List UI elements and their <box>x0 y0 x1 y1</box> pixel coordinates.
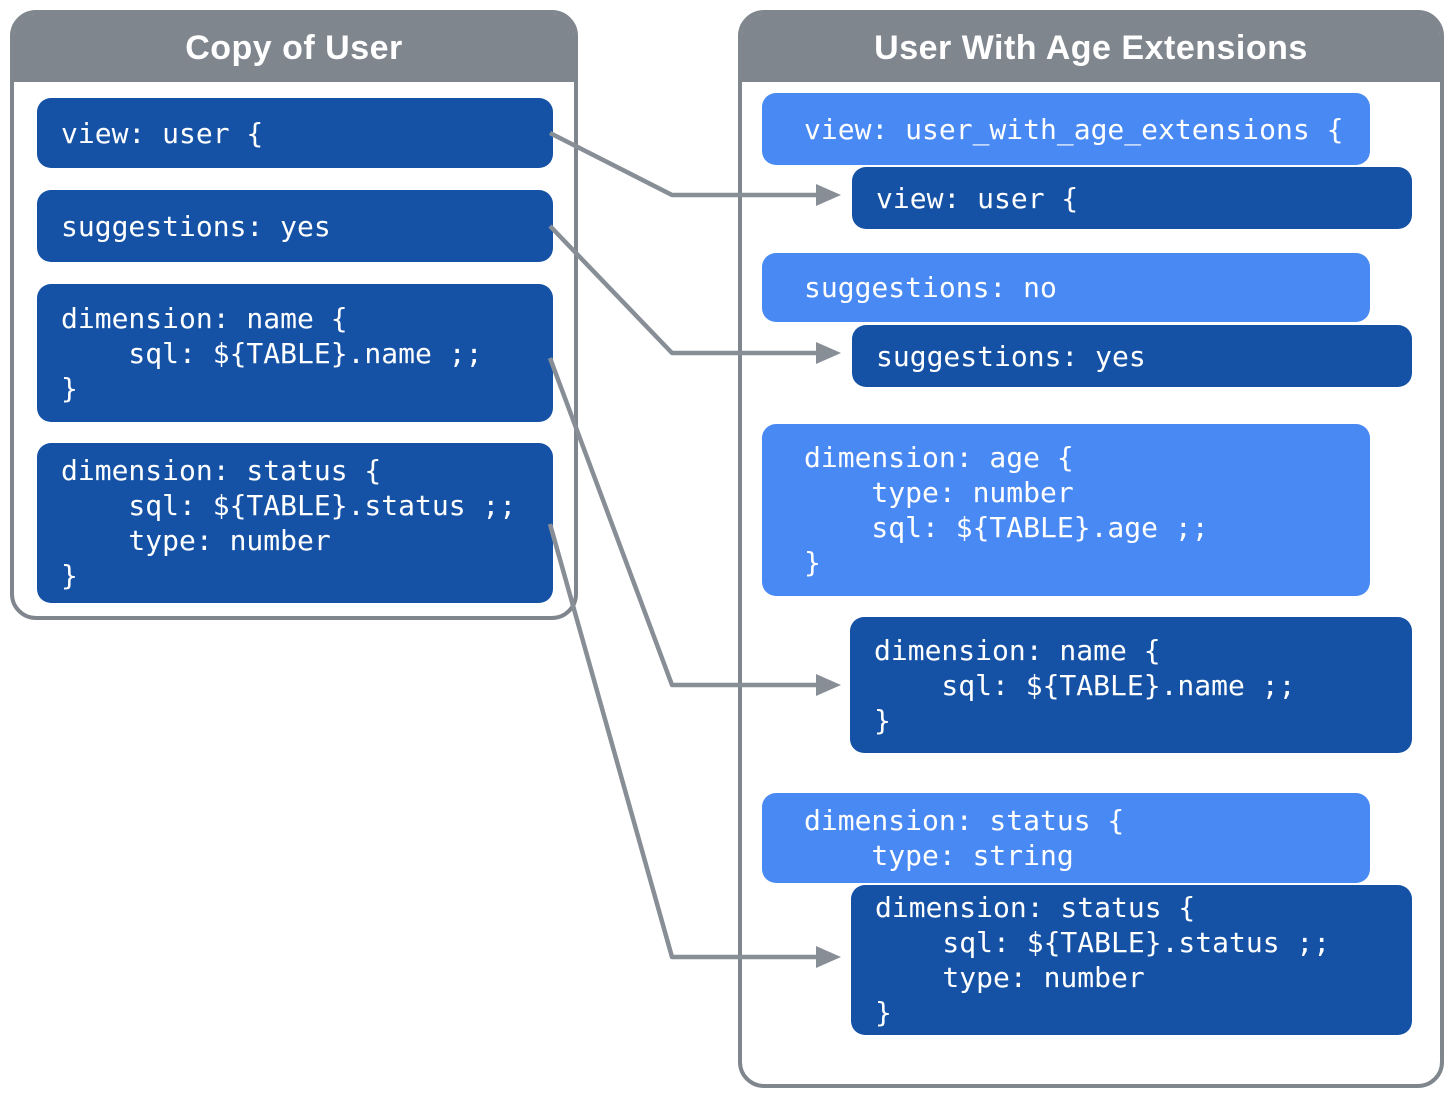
code-text: view: user { <box>61 116 264 150</box>
code-box-inherited-dimension-name: dimension: name { sql: ${TABLE}.name ;; … <box>850 617 1412 753</box>
code-box-dimension-status: dimension: status { sql: ${TABLE}.status… <box>37 443 553 603</box>
code-box-inherited-dimension-status: dimension: status { sql: ${TABLE}.status… <box>851 885 1412 1035</box>
code-box-ext-suggestions: suggestions: no <box>762 253 1370 322</box>
code-text: dimension: status { type: string <box>804 804 1125 872</box>
code-box-ext-dimension-status: dimension: status { type: string <box>762 793 1370 883</box>
code-text: view: user_with_age_extensions { <box>804 112 1344 146</box>
code-box-inherited-view: view: user { <box>852 167 1412 229</box>
code-box-dimension-name: dimension: name { sql: ${TABLE}.name ;; … <box>37 284 553 422</box>
code-text: dimension: status { sql: ${TABLE}.status… <box>61 454 517 592</box>
panel-user-with-age-extensions: User With Age Extensions view: user_with… <box>738 10 1444 1088</box>
code-box-ext-dimension-age: dimension: age { type: number sql: ${TAB… <box>762 424 1370 596</box>
panel-title-copy-of-user: Copy of User <box>185 28 403 67</box>
panel-copy-of-user: Copy of User view: user { suggestions: y… <box>10 10 578 620</box>
code-box-suggestions-yes: suggestions: yes <box>37 190 553 262</box>
code-text: suggestions: yes <box>61 209 331 243</box>
code-text: dimension: name { sql: ${TABLE}.name ;; … <box>874 633 1296 737</box>
code-text: dimension: name { sql: ${TABLE}.name ;; … <box>61 301 483 405</box>
panel-header-user-with-age-extensions: User With Age Extensions <box>742 14 1440 82</box>
code-text: suggestions: no <box>804 271 1057 304</box>
code-text: suggestions: yes <box>876 339 1146 373</box>
code-box-ext-view: view: user_with_age_extensions { <box>762 93 1370 165</box>
panel-header-copy-of-user: Copy of User <box>14 14 574 82</box>
panel-title-user-with-age-extensions: User With Age Extensions <box>874 28 1308 67</box>
code-text: dimension: age { type: number sql: ${TAB… <box>804 441 1209 579</box>
code-box-view-user: view: user { <box>37 98 553 168</box>
code-text: dimension: status { sql: ${TABLE}.status… <box>875 891 1331 1029</box>
code-box-inherited-suggestions: suggestions: yes <box>852 325 1412 387</box>
code-text: view: user { <box>876 181 1079 215</box>
